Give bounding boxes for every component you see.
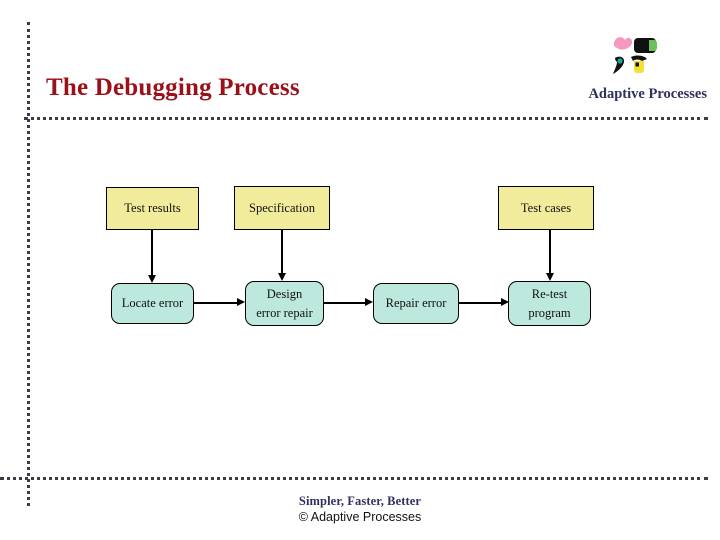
node-label-line2: error repair: [256, 305, 313, 320]
arrowhead-test-results-to-locate-error-icon: [147, 275, 156, 283]
connector-specification-to-design-repair: [281, 230, 283, 276]
arrowhead-test-cases-to-re-test-icon: [545, 273, 554, 281]
horizontal-dotted-rule-top: [24, 117, 708, 120]
node-label-line2: program: [528, 305, 571, 320]
node-test-cases[interactable]: Test cases: [498, 186, 594, 230]
connector-test-cases-to-re-test: [549, 230, 551, 276]
node-locate-error[interactable]: Locate error: [111, 283, 194, 324]
connector-repair-error-to-re-test: [459, 302, 503, 304]
node-label: Locate error: [121, 296, 184, 311]
footer-tagline: Simpler, Faster, Better: [298, 494, 422, 508]
node-test-results[interactable]: Test results: [106, 187, 199, 230]
adaptive-processes-logo-icon: [608, 31, 670, 81]
connector-locate-error-to-design-repair: [194, 302, 239, 304]
arrowhead-design-repair-to-repair-error-icon: [365, 298, 373, 306]
node-label: Test cases: [520, 200, 572, 215]
node-label: Test results: [124, 201, 181, 216]
node-label: Specification: [249, 200, 315, 215]
brand-label: Adaptive Processes: [588, 86, 707, 102]
node-label-line1: Design: [266, 286, 303, 301]
arrowhead-repair-error-to-re-test-icon: [501, 298, 509, 306]
node-design-error-repair[interactable]: Design error repair: [245, 281, 324, 326]
footer-copyright: © Adaptive Processes: [298, 510, 422, 524]
node-re-test-program[interactable]: Re-test program: [508, 281, 591, 326]
connector-design-repair-to-repair-error: [324, 302, 367, 304]
arrowhead-locate-error-to-design-repair-icon: [237, 298, 245, 306]
node-label-line1: Re-test: [531, 286, 568, 301]
horizontal-dotted-rule-bottom: [0, 477, 708, 480]
node-specification[interactable]: Specification: [234, 186, 330, 230]
page-title: The Debugging Process: [46, 74, 300, 101]
vertical-dotted-rule: [27, 22, 30, 506]
connector-test-results-to-locate-error: [151, 230, 153, 278]
node-repair-error[interactable]: Repair error: [373, 283, 459, 324]
node-label: Repair error: [385, 296, 447, 311]
slide-footer: Simpler, Faster, Better © Adaptive Proce…: [0, 494, 720, 524]
arrowhead-specification-to-design-repair-icon: [277, 273, 286, 281]
